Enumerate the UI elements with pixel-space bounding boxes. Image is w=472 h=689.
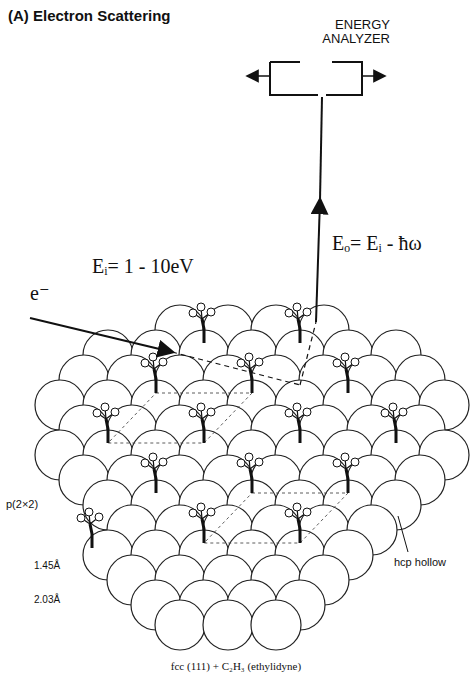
ethylidyne-molecule xyxy=(237,453,263,493)
metal-atom xyxy=(251,600,301,650)
ethylidyne-molecule xyxy=(93,403,119,443)
incident-beam xyxy=(30,318,172,352)
ethylidyne-molecule xyxy=(189,503,215,543)
metal-atom xyxy=(203,600,253,650)
scattered-beam xyxy=(320,97,322,200)
figure-title: (A) Electron Scattering xyxy=(8,8,171,25)
ethylidyne-molecule xyxy=(285,503,311,543)
incident-beam xyxy=(172,352,300,385)
leader-line xyxy=(398,516,408,552)
unit-cell xyxy=(204,493,348,543)
loss-energy: Eₒ= Eᵢ - ħω xyxy=(332,232,422,254)
analyzer-arrow xyxy=(362,75,384,77)
energy-analyzer xyxy=(326,62,362,95)
ethylidyne-molecule xyxy=(189,403,215,443)
site-label: hcp hollow xyxy=(394,556,446,568)
figure-caption: fcc (111) + C₂H₃ (ethylidyne) xyxy=(171,660,301,672)
ethylidyne-molecule xyxy=(381,403,407,443)
unit-cell xyxy=(108,393,252,443)
ethylidyne-molecule xyxy=(333,353,359,393)
ethylidyne-molecule xyxy=(285,403,311,443)
electron-symbol: e⁻ xyxy=(30,282,49,304)
scattered-beam xyxy=(300,322,316,385)
ethylidyne-molecule xyxy=(141,353,167,393)
ethylidyne-molecule xyxy=(141,453,167,493)
ethylidyne-molecule xyxy=(285,303,311,343)
analyzer-arrow xyxy=(248,75,270,77)
ethylidyne-molecule xyxy=(77,508,103,548)
bond-length: 2.03Å xyxy=(34,594,60,605)
overlayer-label: p(2×2) xyxy=(6,498,38,510)
ethylidyne-molecule xyxy=(333,453,359,493)
bond-length: 1.45Å xyxy=(34,560,60,571)
analyzer-label: ENERGY ANALYZER xyxy=(300,18,390,47)
energy-analyzer xyxy=(270,62,318,95)
incident-energy: Eᵢ= 1 - 10eV xyxy=(92,255,194,277)
scattered-beam xyxy=(316,200,320,322)
energy-analyzer xyxy=(270,61,300,63)
ethylidyne-molecule xyxy=(237,353,263,393)
ethylidyne-molecule xyxy=(189,303,215,343)
metal-atom xyxy=(155,600,205,650)
